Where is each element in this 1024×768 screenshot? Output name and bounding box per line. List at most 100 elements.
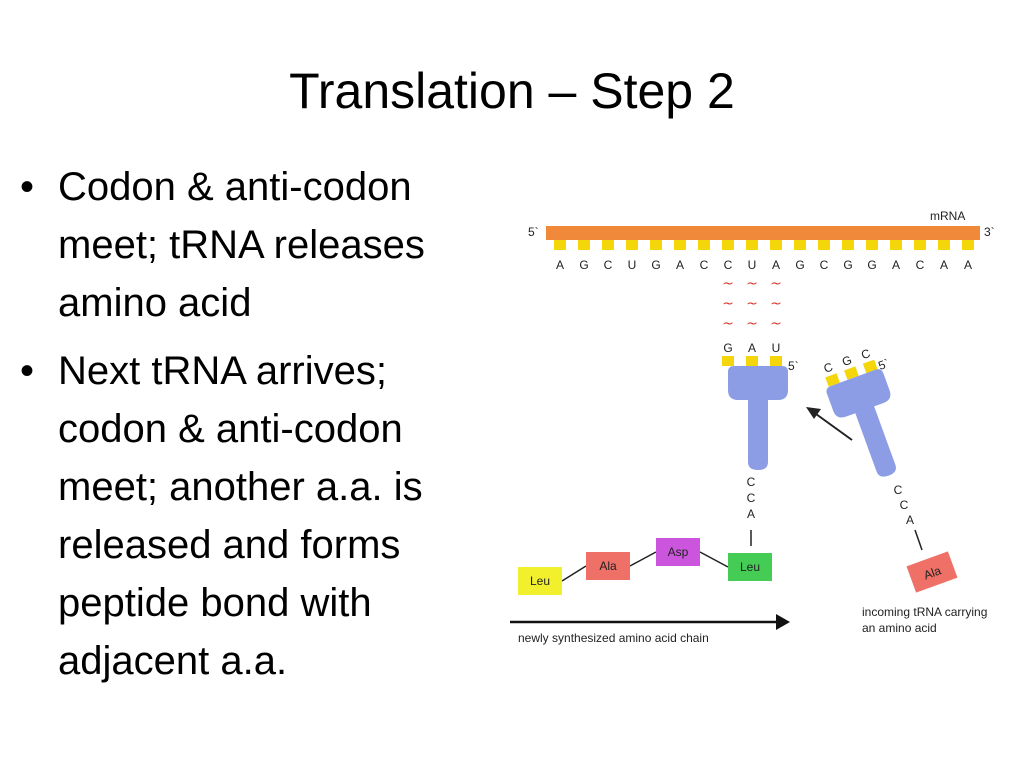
mrna-base-letter: G: [795, 258, 804, 272]
mrna-strand: [546, 226, 980, 240]
trna-tail-letter: C: [894, 483, 903, 497]
anticodon-block: [722, 356, 734, 366]
mrna-base-letter: C: [700, 258, 709, 272]
amino-acid-box: [518, 567, 562, 595]
mrna-base-letter: A: [964, 258, 972, 272]
mrna-base-letter: A: [772, 258, 780, 272]
peptide-bond: [561, 565, 587, 582]
amino-acid-box: [728, 553, 772, 581]
mrna-base-letter: G: [867, 258, 876, 272]
mrna-base-block: [746, 240, 758, 250]
pairing-squiggle: ~: [770, 276, 782, 292]
pairing-squiggle: ~: [746, 276, 758, 292]
pairing-squiggle: ~: [722, 276, 734, 292]
mrna-label: mRNA: [930, 209, 965, 223]
amino-acid-box: [656, 538, 700, 566]
mrna-base-letter: C: [604, 258, 613, 272]
mrna-base-block: [842, 240, 854, 250]
mrna-base-block: [578, 240, 590, 250]
bullet-dot: •: [20, 349, 35, 393]
arrow-head: [806, 407, 821, 419]
mrna-base-blocks: [554, 240, 974, 250]
pairing-squiggle: ~: [722, 316, 734, 332]
bullet-text: Codon & anti-codon meet; tRNA releases a…: [58, 165, 425, 325]
incoming-label-line-2: an amino acid: [862, 621, 937, 635]
mrna-base-block: [602, 240, 614, 250]
anticodon-letter: C: [859, 346, 872, 362]
amino-acid-label: Leu: [530, 574, 550, 588]
bullet-text: Next tRNA arrives; codon & anti-codon me…: [58, 349, 423, 683]
anticodon-letter: A: [748, 341, 756, 355]
mrna-base-block: [866, 240, 878, 250]
peptide-bond: [699, 551, 729, 568]
anticodon-block: [825, 373, 840, 387]
incoming-label-line-1: incoming tRNA carrying: [862, 605, 987, 619]
mrna-base-block: [554, 240, 566, 250]
bound-trna-tail: CCA: [747, 475, 756, 521]
mrna-base-letter: A: [676, 258, 684, 272]
peptide-bonds: [561, 551, 729, 582]
trna-tail-letter: C: [747, 491, 756, 505]
mrna-base-block: [938, 240, 950, 250]
bullet-list: • Codon & anti-codon meet; tRNA releases…: [20, 158, 500, 700]
mrna-base-letter: A: [940, 258, 948, 272]
mrna-base-block: [962, 240, 974, 250]
mrna-base-letter: A: [556, 258, 564, 272]
mrna-base-letter: G: [651, 258, 660, 272]
mrna-base-letter: C: [916, 258, 925, 272]
arrow-line: [815, 413, 853, 441]
amino-acid-label: Leu: [740, 560, 760, 574]
mrna-base-block: [650, 240, 662, 250]
amino-acid-label: Asp: [668, 545, 689, 559]
trna-tail-letter: C: [900, 498, 909, 512]
mrna-base-block: [626, 240, 638, 250]
mrna-base-letter: U: [628, 258, 637, 272]
mrna-five-prime-label: 5`: [528, 225, 539, 239]
chain-label: newly synthesized amino acid chain: [518, 631, 709, 645]
codon-pairing: ~~~~~~~~~: [722, 276, 782, 332]
pairing-squiggle: ~: [770, 296, 782, 312]
anticodon-block: [770, 356, 782, 366]
incoming-trna-five-prime-label: 5`: [876, 356, 891, 373]
amino-acid-label: Ala: [599, 559, 617, 573]
mrna-base-block: [818, 240, 830, 250]
mrna-base-letter: U: [748, 258, 757, 272]
mrna-base-block: [914, 240, 926, 250]
incoming-trna-tail: CCA: [894, 483, 914, 527]
chain-direction-arrowhead: [776, 614, 790, 630]
amino-acid-box: [586, 552, 630, 580]
incoming-trna-body: [826, 369, 896, 477]
trna-tail-letter: A: [747, 507, 755, 521]
trna-tail-letter: A: [906, 513, 914, 527]
anticodon-letter: U: [772, 341, 781, 355]
slide-title: Translation – Step 2: [289, 63, 735, 119]
mrna-base-block: [890, 240, 902, 250]
mrna-base-block: [722, 240, 734, 250]
anticodon-block: [746, 356, 758, 366]
trna-tail-letter: C: [747, 475, 756, 489]
bound-trna-body: [728, 366, 788, 470]
bullet-item: • Codon & anti-codon meet; tRNA releases…: [20, 158, 500, 332]
bound-trna-five-prime-label: 5`: [788, 359, 799, 373]
pairing-squiggle: ~: [746, 296, 758, 312]
bullet-dot: •: [20, 165, 35, 209]
mrna-base-block: [674, 240, 686, 250]
mrna-base-letter: C: [820, 258, 829, 272]
incoming-trna-link: [914, 529, 923, 551]
anticodon-letter: G: [840, 353, 854, 369]
peptide-bond: [629, 551, 657, 567]
incoming-amino-acid-box: [906, 551, 958, 593]
mrna-base-letter: A: [892, 258, 900, 272]
mrna-base-letter: C: [724, 258, 733, 272]
pairing-squiggle: ~: [746, 316, 758, 332]
mrna-base-block: [794, 240, 806, 250]
mrna-base-letter: G: [579, 258, 588, 272]
bullet-item: • Next tRNA arrives; codon & anti-codon …: [20, 342, 500, 690]
anticodon-block: [844, 366, 859, 380]
anticodon-letter: G: [723, 341, 732, 355]
